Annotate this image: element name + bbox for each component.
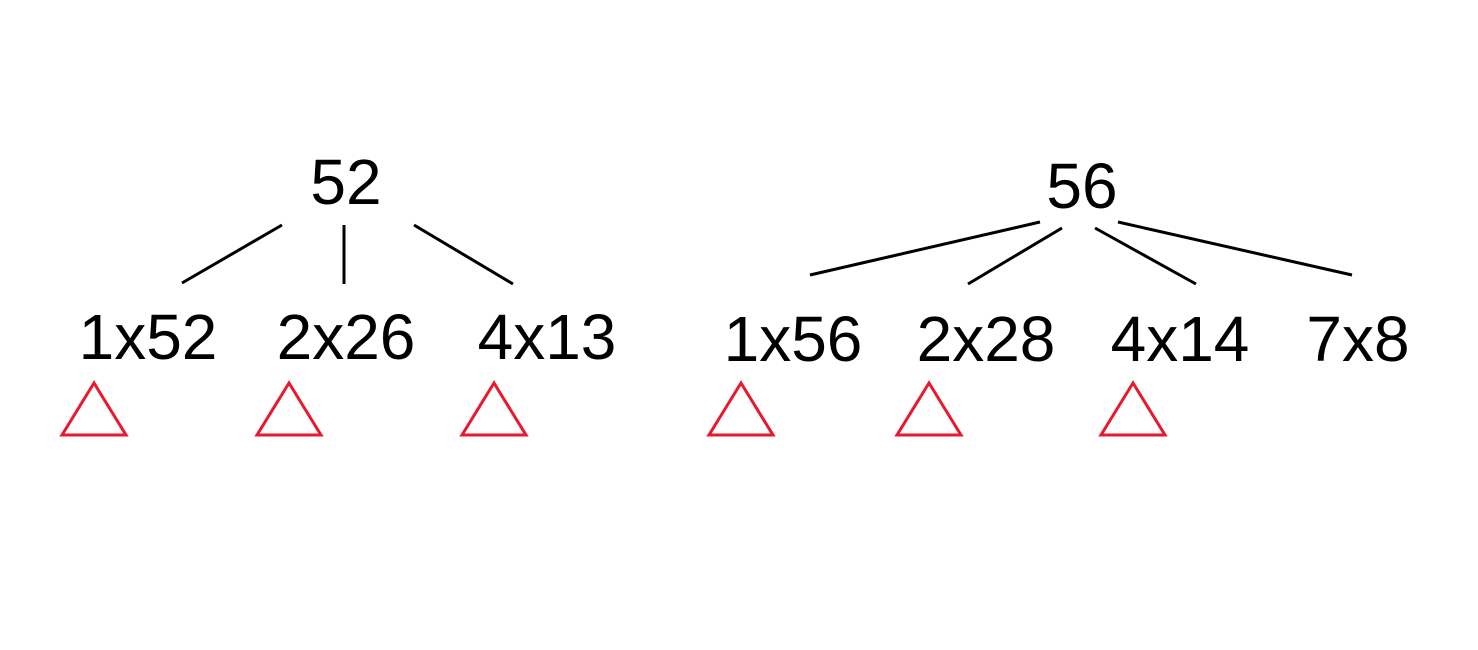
connector-56-2x28 [967, 226, 1063, 286]
connector-56-1x56 [809, 220, 1041, 277]
triangle-marker-icon [1098, 380, 1168, 437]
factor-4x13: 4x13 [477, 301, 617, 373]
triangle-marker-icon [459, 380, 529, 437]
factor-2x26: 2x26 [276, 301, 416, 373]
factor-1x52: 1x52 [78, 301, 218, 373]
factor-1x56: 1x56 [723, 303, 863, 375]
connector-56-7x8 [1117, 220, 1353, 277]
tree-52-root: 52 [310, 146, 382, 218]
triangle-marker-icon [706, 380, 776, 437]
connector-52-4x13 [413, 223, 514, 286]
factor-2x28: 2x28 [916, 303, 1056, 375]
triangle-marker-icon [894, 380, 964, 437]
triangle-marker-icon [254, 380, 324, 437]
triangle-marker-icon [59, 380, 129, 437]
factor-7x8: 7x8 [1306, 303, 1410, 375]
factor-4x14: 4x14 [1110, 303, 1250, 375]
tree-56-root: 56 [1046, 150, 1118, 222]
connector-52-1x52 [181, 223, 283, 285]
connector-56-4x14 [1094, 226, 1197, 286]
